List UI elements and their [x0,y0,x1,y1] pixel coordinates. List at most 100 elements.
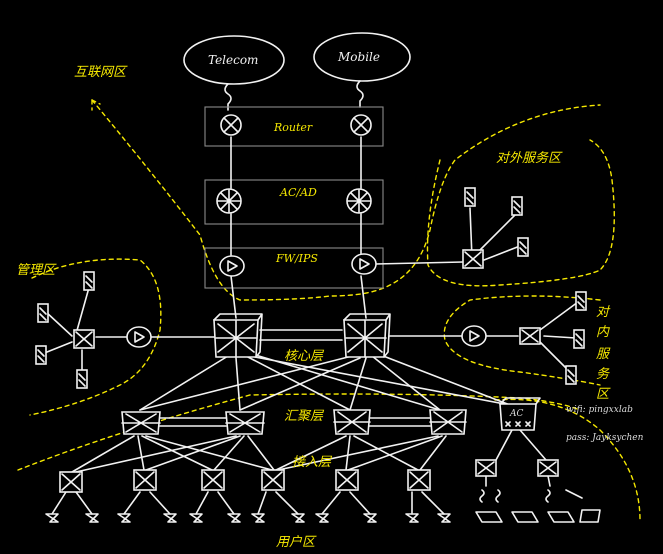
user-pc-11[interactable] [405,513,419,523]
routers [220,114,372,136]
service-switches [73,249,541,349]
laptop-1[interactable] [475,511,503,523]
internal-service-zone-label-4: 务 [596,367,610,382]
aggregation-switches: AC [121,397,541,435]
int-fanout [539,301,579,373]
access-switch-4[interactable] [261,469,285,491]
int-service-switch[interactable] [519,327,541,345]
internal-service-zone-label-5: 区 [596,387,611,402]
right-chain [360,136,367,319]
mgmt-fanout [41,283,91,377]
servers [35,187,587,389]
acad-devices [216,188,372,214]
telecom-label: Telecom [208,53,258,67]
core-switch-left[interactable] [213,313,263,358]
wireless-ap-link [485,475,551,487]
server-ext-3[interactable] [517,237,529,257]
laptop-2[interactable] [511,511,539,523]
mobile-cloud [313,32,411,82]
core-layer-label: 核心层 [284,349,325,364]
access-switch-3[interactable] [201,469,225,491]
server-mgmt-4[interactable] [76,369,88,389]
agg-left-pair [159,417,227,427]
access-layer-label: 接入层 [292,455,333,470]
internet-zone-boundary [91,99,601,301]
ext-service-switch[interactable] [462,249,484,269]
user-pc-5[interactable] [189,513,203,523]
firewall-devices [126,253,487,348]
fwips-frame [204,247,384,289]
user-pc-12[interactable] [437,513,451,523]
laptop-4[interactable] [579,509,601,523]
access-point-1[interactable] [475,459,497,477]
router-row-label: Router [273,121,313,134]
user-pc-9[interactable] [315,513,329,523]
user-pc-7[interactable] [251,513,265,523]
left-chain [230,136,237,319]
firewall-internal[interactable] [461,325,487,347]
management-zone-label: 管理区 [16,263,57,278]
access-point-2[interactable] [537,459,559,477]
internal-service-zone-label-1: 对 [596,305,611,320]
access-switch-5[interactable] [335,469,359,491]
user-pc-6[interactable] [227,513,241,523]
fw-to-ext-link [375,261,464,265]
agg-switch-3[interactable] [333,409,371,435]
agg-switch-2[interactable] [225,411,265,435]
core-interlink [259,329,343,341]
wireless-ac-controller[interactable]: AC [499,397,541,431]
router-frame [204,106,384,147]
firewall-right[interactable] [351,253,377,275]
server-int-3[interactable] [565,365,577,385]
user-pc-3[interactable] [117,513,131,523]
agg-switch-1[interactable] [121,411,161,435]
server-mgmt-3[interactable] [35,345,47,365]
aggregation-layer-label: 汇聚层 [284,409,325,424]
acad-device-right[interactable] [346,188,372,214]
core-switches [213,313,391,358]
access-switch-1[interactable] [59,471,83,493]
server-ext-1[interactable] [464,187,476,207]
server-int-2[interactable] [573,329,585,349]
wifi-password: pass: Jayksychen [566,433,644,443]
zone-labels: 互联网区 对外服务区 管理区 对 内 服 务 区 核心层 汇聚层 接入层 用户区 [16,65,611,550]
user-devices [45,489,601,523]
user-pc-4[interactable] [163,513,177,523]
server-mgmt-2[interactable] [37,303,49,323]
access-switch-2[interactable] [133,469,157,491]
carrier-clouds: Telecom Mobile [183,32,411,111]
server-int-1[interactable] [575,291,587,311]
user-pc-10[interactable] [363,513,377,523]
acad-row-label: AC/AD [279,186,317,199]
agg-right-pair [367,417,431,427]
agg1-down [71,435,273,473]
internal-service-zone-label-3: 服 [596,347,611,362]
access-switch-6[interactable] [407,469,431,491]
ac-to-ap [495,429,547,461]
user-pc-8[interactable] [291,513,305,523]
firewall-left[interactable] [219,255,245,277]
laptop-3[interactable] [547,511,575,523]
user-pc-2[interactable] [85,513,99,523]
links [41,136,579,515]
user-pc-1[interactable] [45,513,59,523]
agg3-down [275,435,419,471]
core-switch-right[interactable] [343,313,391,358]
arrow-internet [91,99,101,111]
fwips-row-label: FW/IPS [275,252,318,265]
internal-service-zone-boundary [443,295,601,386]
external-service-zone-label: 对外服务区 [496,151,563,166]
acad-device-left[interactable] [216,188,242,214]
perimeter-frames: Router AC/AD FW/IPS [204,106,384,289]
firewall-management[interactable] [126,326,152,348]
router-telecom[interactable] [220,114,242,136]
telecom-link [224,83,232,111]
internal-service-zone-label-2: 内 [596,325,610,340]
server-mgmt-1[interactable] [83,271,95,291]
router-mobile[interactable] [350,114,372,136]
agg-switch-4[interactable] [429,409,467,435]
telecom-cloud [183,35,285,85]
mgmt-switch[interactable] [73,329,95,349]
server-ext-2[interactable] [511,196,523,216]
